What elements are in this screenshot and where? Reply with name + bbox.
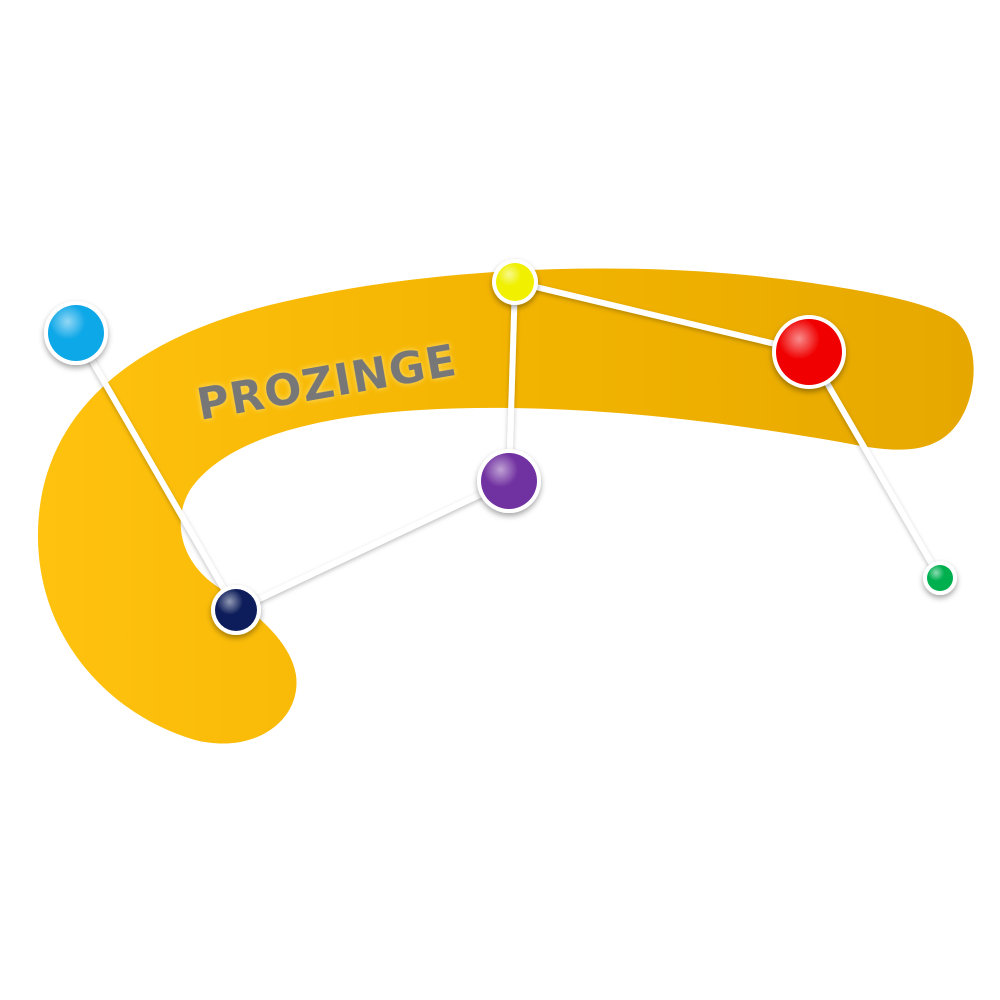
node-purple — [477, 449, 541, 513]
link-blue-navy — [73, 330, 239, 613]
node-red — [772, 315, 846, 389]
node-yellow — [492, 259, 538, 305]
logo-band — [37, 268, 974, 744]
nodes — [44, 259, 957, 635]
link-navy-purple — [233, 478, 512, 613]
node-green — [923, 561, 957, 595]
node-navy — [211, 585, 261, 635]
link-yellow-red — [512, 279, 812, 355]
link-purple-yellow — [506, 279, 518, 484]
link-red-green — [806, 349, 943, 581]
node-links — [73, 279, 943, 613]
node-blue — [44, 301, 108, 365]
